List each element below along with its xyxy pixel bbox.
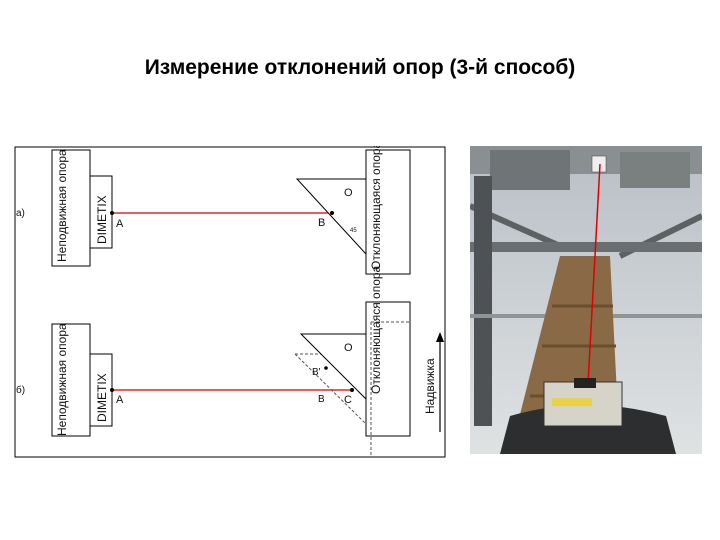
deflecting-support-a-label: Отклоняющаяся опора (369, 146, 383, 270)
site-photo (470, 146, 702, 454)
point-b-prime-dot (324, 366, 328, 370)
point-o-label: O (344, 187, 353, 199)
push-label: Надвижка (423, 358, 437, 414)
panel-b-label: б) (16, 384, 25, 396)
deflecting-support-b-label: Отклоняющаяся опора (369, 265, 383, 394)
dimetix-label-a: DIMETIX (95, 195, 109, 244)
photo-laser-beam (587, 163, 601, 385)
push-arrow-head (436, 332, 444, 342)
point-a-dot (110, 211, 114, 215)
point-c-dot (350, 388, 354, 392)
point-b-dot (330, 211, 334, 215)
point-b-label-b: B (318, 394, 325, 405)
point-a-label-b: A (116, 394, 124, 406)
fixed-support-a (51, 149, 91, 267)
panel-a-label: а) (16, 208, 25, 219)
girder-block-right (620, 152, 690, 188)
fixed-support-a-label: Неподвижная опора (55, 149, 69, 262)
point-c-label: C (344, 394, 352, 406)
measurement-diagram: а) Неподвижная опора DIMETIX A B O 45 От… (14, 146, 446, 458)
point-o-label-b: O (344, 342, 353, 354)
deflecting-support-a (365, 149, 411, 275)
instrument-lens (574, 378, 596, 388)
original-prism-diagonal (294, 353, 367, 425)
slide-title: Измерение отклонений опор (3-й способ) (144, 56, 576, 79)
point-b-prime-label: B' (312, 367, 321, 378)
point-b-label: B (318, 217, 325, 229)
dimetix-label-b: DIMETIX (95, 373, 109, 422)
fixed-support-b-label: Неподвижная опора (55, 323, 69, 436)
point-a-label: A (116, 218, 124, 230)
instrument-label (552, 398, 592, 406)
girder-block-left (490, 150, 570, 190)
angle-label: 45 (350, 228, 357, 234)
cross-beam (470, 242, 702, 252)
left-column (474, 176, 492, 426)
deflecting-support-b (365, 301, 411, 437)
point-a-dot-b (110, 388, 114, 392)
